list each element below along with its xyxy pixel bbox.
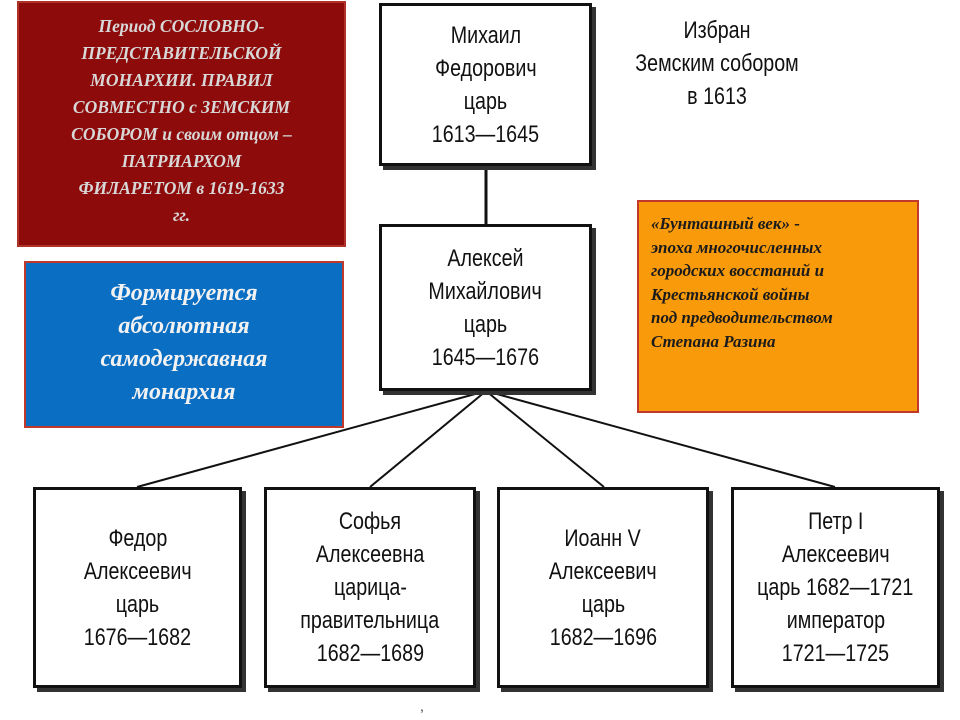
absolute-monarchy-note-line: абсолютная	[118, 313, 250, 339]
node-aleksei-line: 1645—1676	[431, 343, 540, 371]
period-note: Период СОСЛОВНО- ПРЕДСТАВИТЕЛЬСКОЙ МОНАРХИ…	[17, 1, 346, 247]
buntash-century-note-line: городских восстаний и	[651, 261, 825, 280]
connector-aleksei-fedor	[136, 390, 487, 488]
node-fedor-line: Алексеевич	[83, 557, 192, 585]
absolute-monarchy-note-line: Формируется	[110, 280, 258, 306]
node-petr-line: 1721—1725	[781, 640, 890, 667]
period-note-line: ПАТРИАРХОМ	[121, 151, 242, 171]
elected-note-line: Избран	[683, 17, 751, 44]
node-petr-line: император	[786, 607, 885, 634]
node-sofya-line: Софья	[338, 508, 402, 535]
period-note-line: СОВМЕСТНО с ЗЕМСКИМ	[72, 97, 291, 117]
node-petr-line: царь 1682—1721	[757, 574, 914, 601]
buntash-century-note-line: под предводительством	[651, 308, 833, 327]
connector-aleksei-sofya	[369, 390, 487, 488]
node-fedor-line: царь	[115, 590, 160, 618]
absolute-monarchy-note: Формируется абсолютная самодержавная монарх…	[24, 261, 344, 428]
absolute-monarchy-note-line: монархия	[132, 379, 236, 405]
node-ioann-line: Алексеевич	[549, 557, 657, 585]
node-mikhail-line: царь	[463, 87, 508, 115]
node-aleksei-line: царь	[463, 310, 508, 338]
period-note-line: МОНАРХИИ. ПРАВИЛ	[90, 70, 273, 90]
buntash-century-note-line: Крестьянской войны	[651, 284, 810, 304]
node-mikhail-line: Михаил	[450, 21, 521, 49]
connector-aleksei-petr	[485, 390, 836, 488]
elected-note-line: Земским собором	[635, 50, 799, 77]
buntash-century-note-line: эпоха многочисленных	[651, 237, 822, 257]
connector-aleksei-ioann	[485, 390, 605, 488]
node-sofya-line: царица-	[333, 574, 407, 601]
node-aleksei-line: Михайлович	[428, 277, 543, 305]
node-sofya-line: 1682—1689	[316, 640, 424, 667]
buntash-century-note-line: «Бунташный век» -	[651, 214, 800, 233]
node-mikhail-line: 1613—1645	[431, 120, 540, 148]
node-sofya-line: Алексеевна	[315, 541, 425, 568]
node-petr-line: Алексеевич	[781, 541, 890, 568]
node-petr-line: Петр I	[807, 508, 864, 535]
node-fedor-line: 1676—1682	[83, 623, 192, 651]
period-note-line: Период СОСЛОВНО-	[98, 16, 265, 36]
period-note-line: СОБОРОМ и своим отцом –	[71, 124, 292, 144]
node-ioann: Иоанн V Алексеевич царь 1682—1696	[497, 487, 709, 688]
node-ioann-line: Иоанн V	[564, 524, 642, 552]
period-note-line: гг.	[172, 205, 191, 225]
elected-note-line: в 1613	[687, 83, 747, 110]
node-petr: Петр I Алексеевич царь 1682—1721 император 1…	[731, 487, 940, 688]
node-aleksei-line: Алексей	[447, 244, 524, 272]
buntash-century-note: «Бунташный век» - эпоха многочисленных гор…	[637, 200, 919, 413]
node-ioann-line: царь	[581, 590, 625, 618]
absolute-monarchy-note-line: самодержавная	[100, 346, 268, 372]
period-note-line: ФИЛАРЕТОМ в 1619-1633	[78, 178, 285, 198]
period-note-line: ПРЕДСТАВИТЕЛЬСКОЙ	[81, 43, 282, 63]
node-mikhail-line: Федорович	[434, 54, 537, 82]
node-ioann-line: 1682—1696	[549, 623, 657, 651]
stray-mark: ,	[420, 698, 424, 714]
buntash-century-note-line: Степана Разина	[651, 331, 776, 351]
node-fedor-line: Федор	[108, 524, 167, 552]
node-sofya-line: правительница	[300, 607, 440, 634]
